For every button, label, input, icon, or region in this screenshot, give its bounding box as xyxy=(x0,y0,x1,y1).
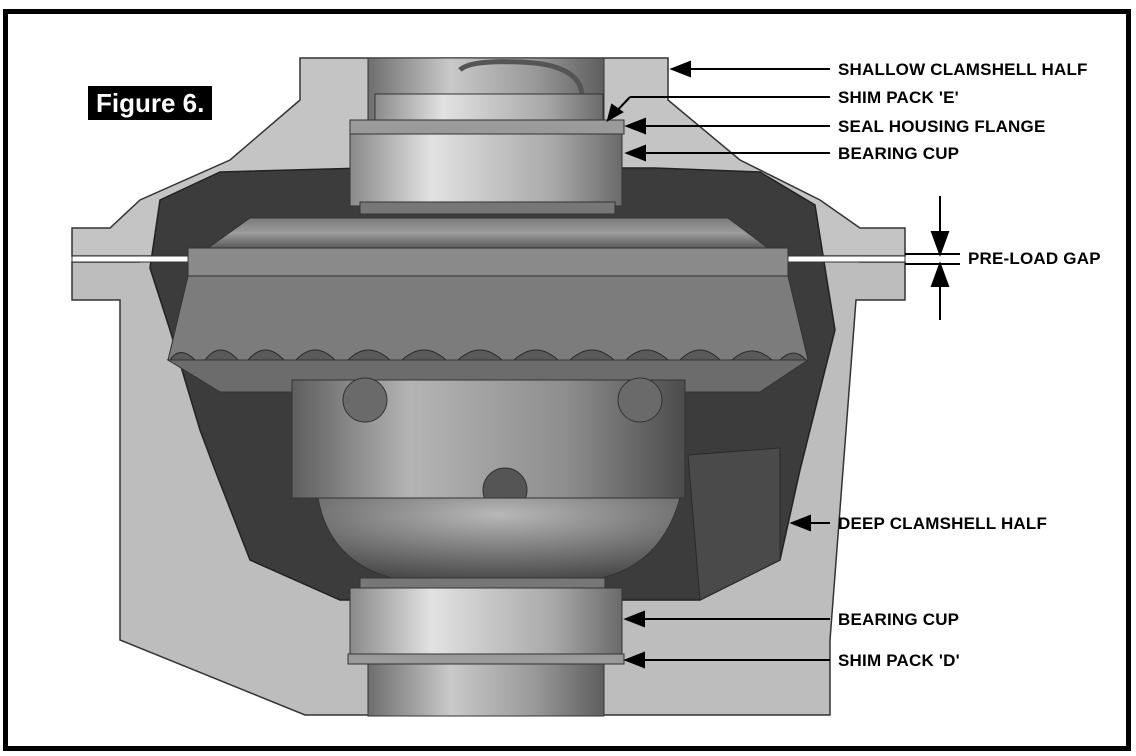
shim-pack-d xyxy=(347,653,625,665)
label-seal-housing-flange: SEAL HOUSING FLANGE xyxy=(838,117,1046,136)
bearing-cup-top xyxy=(349,133,623,207)
label-shim-pack-d: SHIM PACK 'D' xyxy=(838,651,960,670)
case-bowl xyxy=(317,497,681,581)
seal-housing-flange xyxy=(349,119,625,135)
wire xyxy=(458,59,585,96)
label-shallow-clamshell-half: SHALLOW CLAMSHELL HALF xyxy=(838,60,1088,79)
shim-pack-e xyxy=(374,93,604,121)
bearing-cup-bottom-top xyxy=(359,577,606,589)
ring-gear-top xyxy=(206,217,770,249)
bottom-shaft xyxy=(367,663,605,717)
case-window-right xyxy=(617,377,663,423)
case-window-left xyxy=(342,377,388,423)
ring-gear-band xyxy=(187,247,789,277)
ring-gear xyxy=(167,275,809,361)
label-bearing-cup-top: BEARING CUP xyxy=(838,144,960,163)
label-shim-pack-e: SHIM PACK 'E' xyxy=(838,88,959,107)
label-pre-load-gap: PRE-LOAD GAP xyxy=(968,249,1101,268)
label-bearing-cup-bottom: BEARING CUP xyxy=(838,610,960,629)
leader-lines xyxy=(606,60,960,669)
bearing-cup-top-base xyxy=(359,201,616,215)
label-deep-clamshell-half: DEEP CLAMSHELL HALF xyxy=(838,514,1048,533)
bearing-cup-bottom xyxy=(349,587,623,655)
figure-title: Figure 6. xyxy=(88,86,213,120)
housing-rib xyxy=(687,447,781,601)
